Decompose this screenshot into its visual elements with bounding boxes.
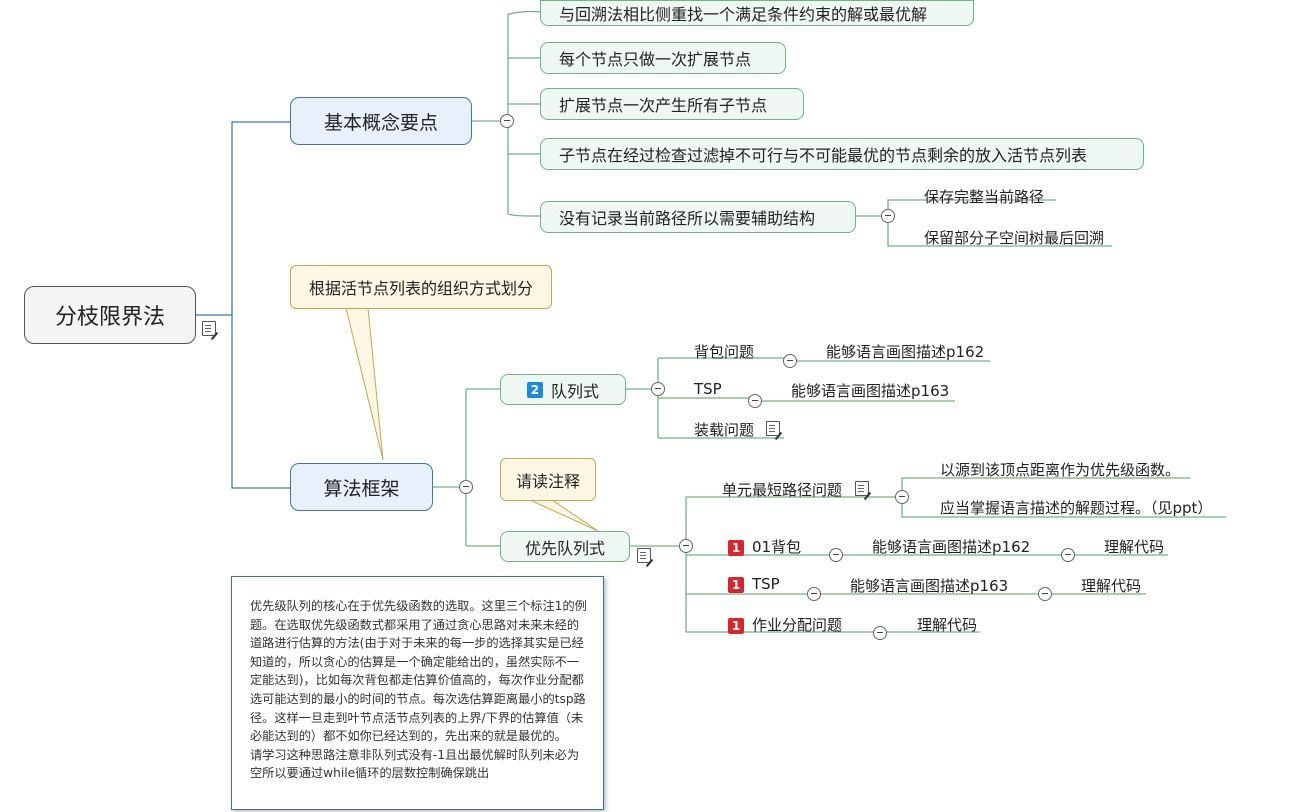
queue-knapsack-desc[interactable]: 能够语言画图描述p162 [826, 343, 985, 361]
collapse-toggle-job-assignment[interactable] [873, 626, 887, 640]
priority-tsp-desc[interactable]: 能够语言画图描述p163 [850, 577, 1009, 595]
topic-basic-item-1[interactable]: 与回溯法相比侧重找一个满足条件约束的解或最优解 [540, 0, 974, 26]
topic-algorithm-framework[interactable]: 算法框架 [290, 463, 433, 511]
collapse-toggle-priority-tsp-desc[interactable] [1038, 587, 1052, 601]
queue-tsp-desc[interactable]: 能够语言画图描述p163 [791, 382, 950, 400]
topic-basic-concepts[interactable]: 基本概念要点 [290, 97, 472, 145]
shortest-path-priority-function[interactable]: 以源到该顶点距离作为优先级函数。 [940, 461, 1181, 479]
01-knapsack-desc[interactable]: 能够语言画图描述p162 [872, 538, 1031, 556]
collapse-toggle-queue-tsp[interactable] [748, 394, 762, 408]
priority-item-shortest-path[interactable]: 单元最短路径问题 [722, 481, 843, 499]
topic-basic-item-2[interactable]: 每个节点只做一次扩展节点 [540, 42, 786, 74]
topic-priority-queue[interactable]: 优先队列式 [500, 531, 630, 562]
note-popup[interactable]: 优先级队列的核心在于优先级函数的选取。这里三个标注1的例题。在选取优先级函数式都… [231, 576, 604, 810]
topic-basic-item-3[interactable]: 扩展节点一次产生所有子节点 [540, 88, 804, 120]
collapse-toggle-queue[interactable] [651, 382, 665, 396]
collapse-toggle-01-knapsack-desc[interactable] [1061, 548, 1075, 562]
aux-item-partial-tree[interactable]: 保留部分子空间树最后回溯 [924, 229, 1105, 247]
collapse-toggle-priority[interactable] [679, 539, 693, 553]
01-knapsack-code[interactable]: 理解代码 [1104, 538, 1165, 556]
callout-organization[interactable]: 根据活节点列表的组织方式划分 [290, 265, 552, 309]
topic-queue-label: 队列式 [550, 381, 599, 401]
collapse-toggle-framework[interactable] [459, 480, 473, 494]
priority-tsp-code[interactable]: 理解代码 [1081, 577, 1142, 595]
queue-item-tsp[interactable]: TSP [694, 380, 722, 398]
note-icon[interactable] [855, 481, 872, 501]
priority-1-icon: 1 [728, 577, 744, 593]
priority-2-icon: 2 [526, 381, 543, 398]
collapse-toggle-priority-tsp[interactable] [807, 587, 821, 601]
collapse-toggle-shortest[interactable] [895, 490, 909, 504]
note-icon[interactable] [202, 321, 219, 341]
topic-basic-item-4[interactable]: 子节点在经过检查过滤掉不可行与不可能最优的节点剩余的放入活节点列表 [540, 138, 1144, 170]
collapse-toggle-01-knapsack[interactable] [829, 548, 843, 562]
collapse-toggle-queue-knapsack[interactable] [783, 354, 797, 368]
aux-item-save-path[interactable]: 保存完整当前路径 [924, 188, 1045, 206]
job-assignment-code[interactable]: 理解代码 [917, 616, 978, 634]
topic-basic-item-5[interactable]: 没有记录当前路径所以需要辅助结构 [540, 201, 856, 233]
collapse-toggle-basic[interactable] [500, 114, 514, 128]
root-topic[interactable]: 分枝限界法 [24, 286, 196, 344]
note-popup-text: 优先级队列的核心在于优先级函数的选取。这里三个标注1的例题。在选取优先级函数式都… [250, 599, 587, 781]
queue-item-loading[interactable]: 装载问题 [694, 421, 755, 439]
priority-1-icon: 1 [728, 540, 744, 556]
priority-1-icon: 1 [728, 618, 744, 634]
collapse-toggle-aux[interactable] [881, 209, 895, 223]
topic-queue[interactable]: 2 队列式 [500, 374, 626, 405]
shortest-path-process[interactable]: 应当掌握语言描述的解题过程。（见ppt） [940, 499, 1213, 517]
note-icon[interactable] [637, 548, 654, 568]
callout-read-note[interactable]: 请读注释 [500, 458, 596, 501]
note-icon[interactable] [766, 421, 783, 441]
queue-item-knapsack[interactable]: 背包问题 [694, 343, 755, 361]
